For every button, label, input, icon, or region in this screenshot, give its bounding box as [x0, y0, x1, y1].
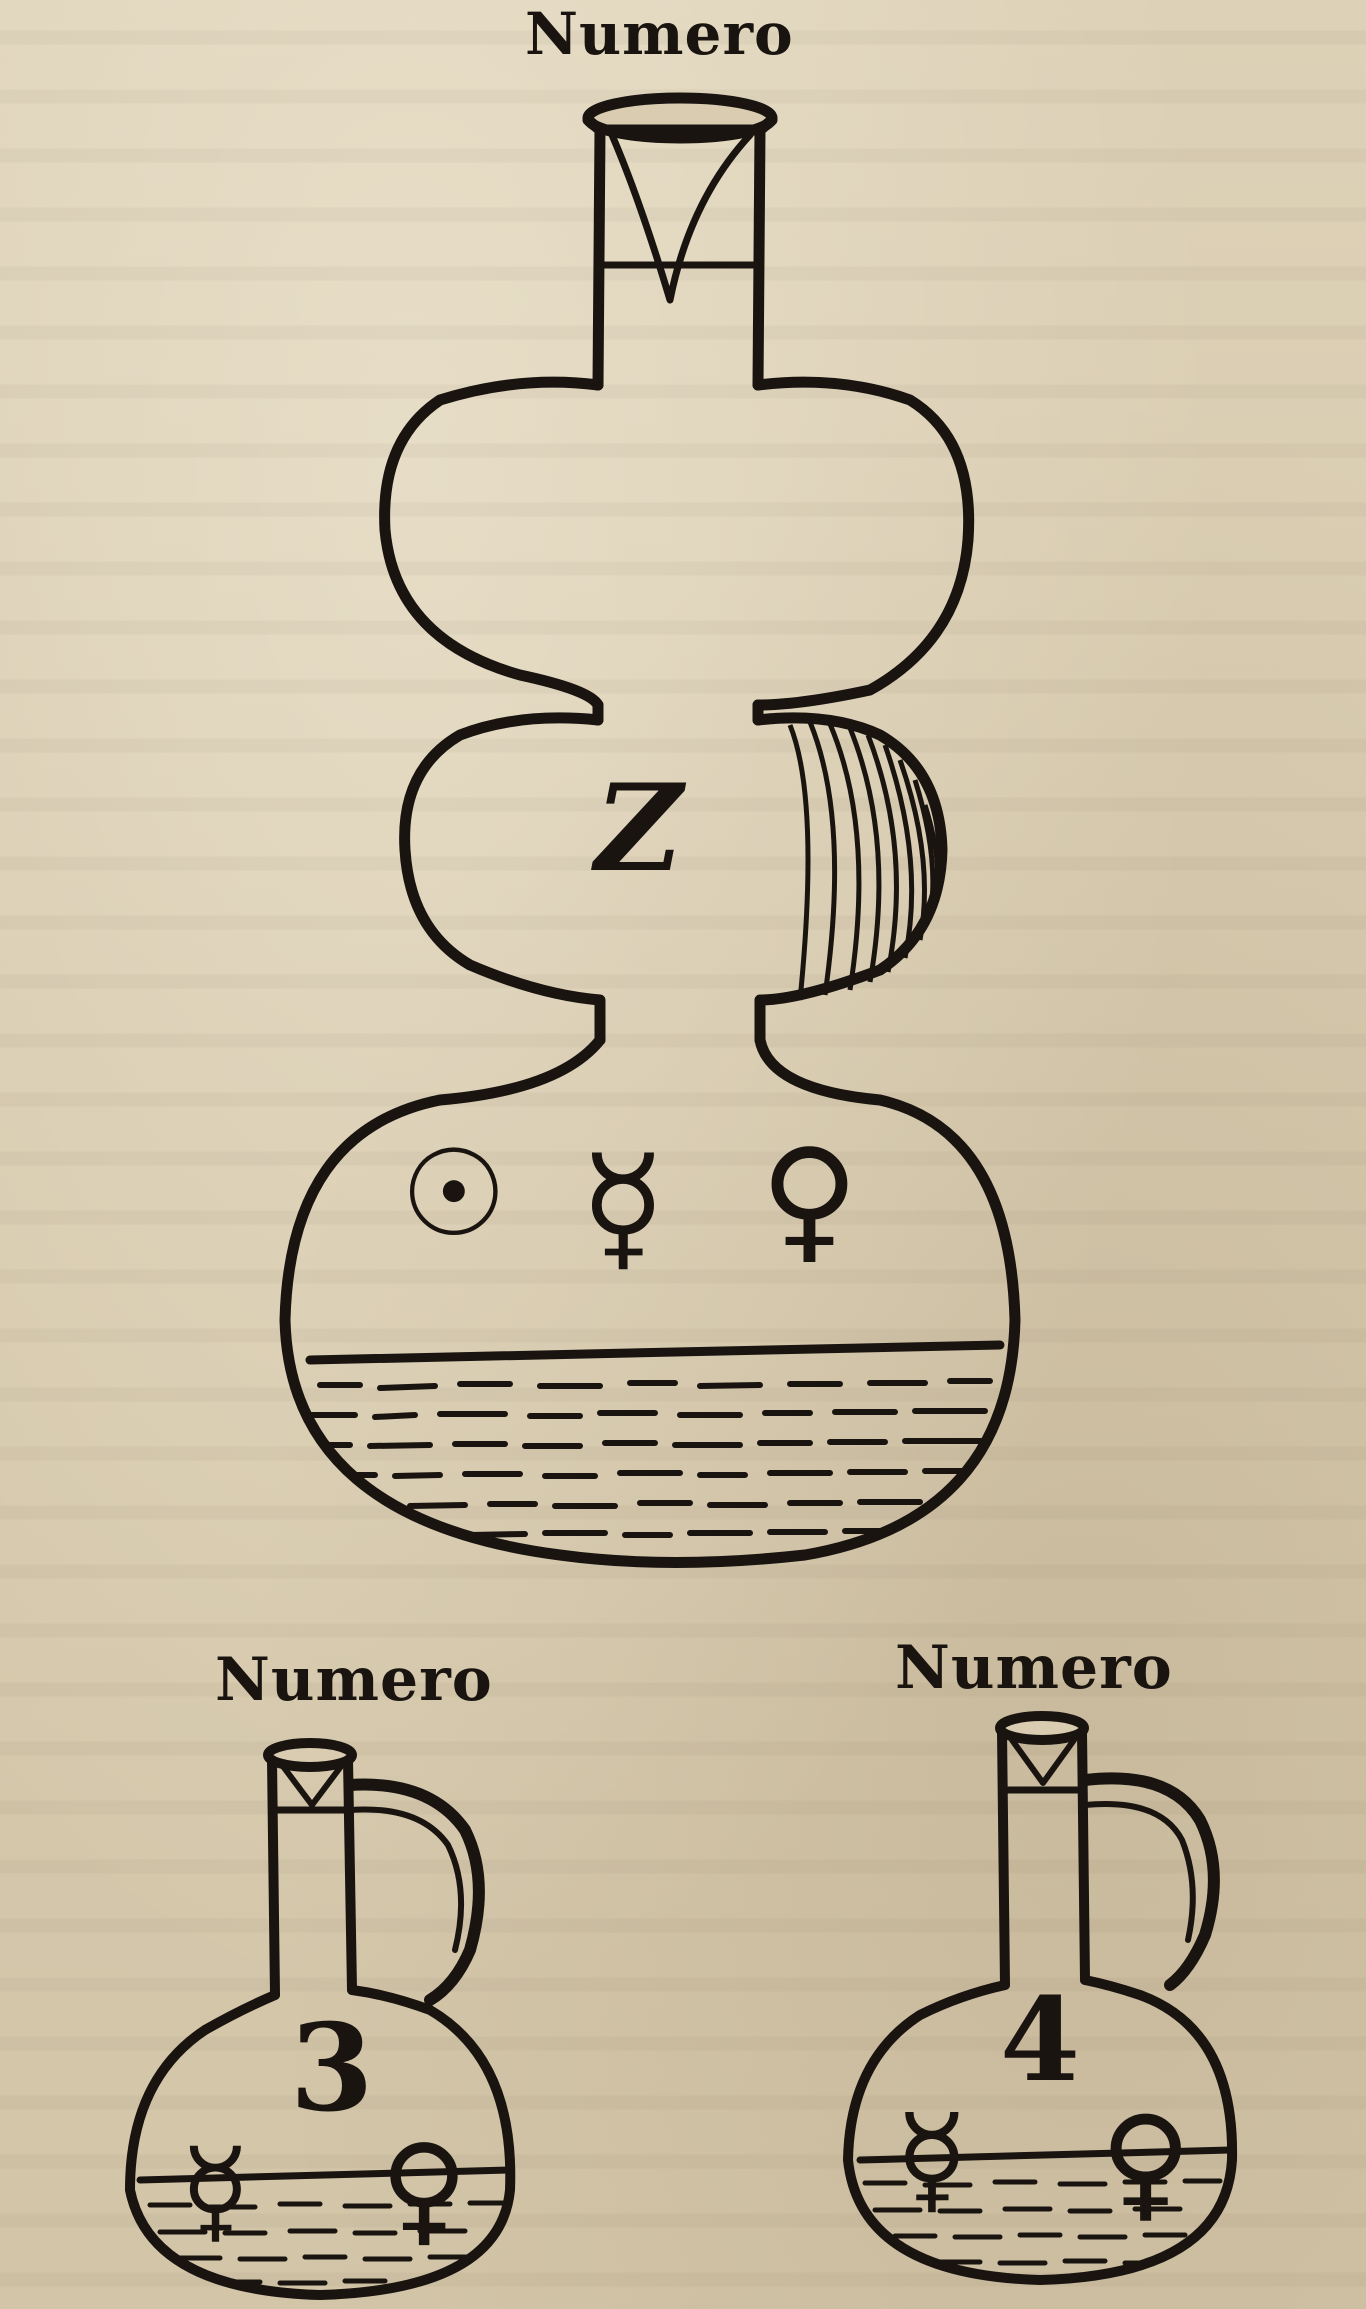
- top-flask-neck-inner: [592, 699, 764, 726]
- top-flask-label: Numero: [525, 0, 794, 68]
- bottom-left-flask-handle: [344, 1778, 485, 2006]
- bottom-right-flask-funnel: [1009, 1737, 1077, 1786]
- bottom-right-flask-handle: [1079, 1772, 1220, 1991]
- bottom-right-flask-body: [843, 1975, 1238, 2285]
- bottom-left-flask-body: [125, 1985, 516, 2300]
- top-flask-funnel: [608, 131, 754, 304]
- bottom-right-flask-liquid: [856, 2146, 1233, 2266]
- sun-symbol-icon: ☉: [400, 1125, 508, 1264]
- bottom-left-flask-label: Numero: [215, 1645, 493, 1715]
- top-flask: [279, 92, 1021, 1568]
- bottom-right-flask-label: Numero: [895, 1633, 1173, 1703]
- bottom-right-venus-symbol-icon: ♀: [1100, 2090, 1192, 2235]
- top-flask-shadow-hatching: [787, 721, 941, 1001]
- top-flask-lower-bulb: [279, 1034, 1021, 1568]
- bottom-left-venus-symbol-icon: ♀: [380, 2120, 468, 2259]
- top-flask-number: Z: [591, 758, 687, 899]
- bottom-left-flask: [125, 1738, 516, 2300]
- bottom-left-flask-funnel: [279, 1762, 345, 1808]
- top-flask-upper-bulb: [379, 376, 975, 711]
- bottom-right-flask-mouth: [995, 1711, 1089, 1745]
- bottom-left-flask-liquid: [136, 2166, 511, 2286]
- bottom-left-flask-mouth: [263, 1738, 357, 1772]
- bottom-right-mercury-symbol-icon: ☿: [895, 2090, 969, 2229]
- venus-symbol-icon: ♀: [760, 1120, 859, 1277]
- top-flask-neck: [592, 124, 766, 391]
- bottom-right-flask: [843, 1711, 1238, 2285]
- mercury-symbol-icon: ☿: [580, 1126, 666, 1289]
- bottom-left-mercury-symbol-icon: ☿: [180, 2124, 251, 2258]
- bottom-left-flask-number: 3: [290, 1998, 374, 2139]
- bottom-right-flask-number: 4: [1000, 1973, 1080, 2108]
